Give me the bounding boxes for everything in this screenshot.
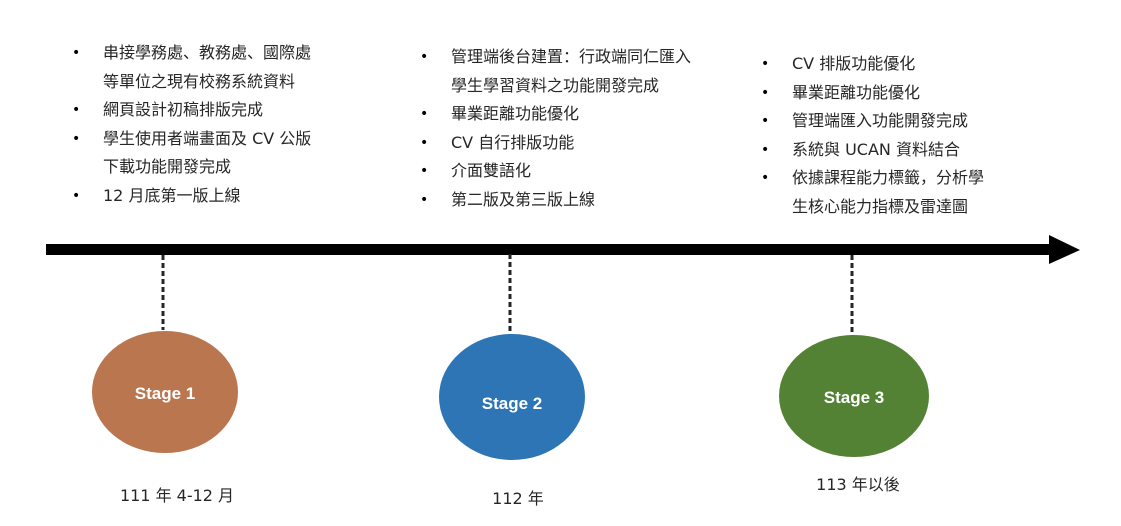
stage-2-date: 112 年	[492, 489, 544, 508]
stage-1-task-list: 串接學務處、教務處、國際處等單位之現有校務系統資料網頁設計初稿排版完成學生使用者…	[72, 39, 311, 210]
task-item: 畢業距離功能優化	[420, 100, 691, 129]
task-text: 第二版及第三版上線	[451, 189, 596, 209]
task-item: 系統與 UCAN 資料結合	[761, 136, 984, 165]
task-text: 等單位之現有校務系統資料	[103, 71, 296, 91]
task-item: 管理端匯入功能開發完成	[761, 107, 984, 136]
task-text: 依據課程能力標籤，分析學	[792, 168, 985, 187]
task-text: 生核心能力指標及雷達圖	[792, 196, 969, 216]
stage-1-label: Stage 1	[135, 384, 195, 403]
stage-3-date: 113 年以後	[816, 475, 900, 494]
task-item: 網頁設計初稿排版完成	[72, 96, 311, 125]
task-text: 管理端後台建置：行政端同仁匯入	[451, 47, 692, 66]
task-text: 系統與 UCAN 資料結合	[792, 139, 960, 159]
stage-1-circle	[92, 331, 238, 453]
task-item: 介面雙語化	[420, 157, 691, 186]
task-text: 介面雙語化	[451, 161, 532, 180]
task-text: 畢業距離功能優化	[451, 104, 580, 123]
timeline-arrow-head	[1049, 235, 1080, 264]
task-text: 學生學習資料之功能開發完成	[451, 75, 660, 95]
timeline-arrow	[46, 235, 1080, 264]
task-text: CV 自行排版功能	[451, 132, 575, 152]
task-text: 畢業距離功能優化	[792, 82, 921, 102]
task-text: 管理端匯入功能開發完成	[792, 111, 969, 130]
task-item: 第二版及第三版上線	[420, 186, 691, 215]
task-item: 12 月底第一版上線	[72, 182, 311, 211]
task-text: 串接學務處、教務處、國際處	[103, 43, 312, 62]
stage-3-circle	[779, 335, 929, 457]
task-item: CV 自行排版功能	[420, 129, 691, 158]
stage-2-label: Stage 2	[482, 394, 542, 413]
task-text: 網頁設計初稿排版完成	[103, 100, 264, 119]
task-item: CV 排版功能優化	[761, 50, 984, 79]
stage-3-label: Stage 3	[824, 388, 884, 407]
task-text: CV 排版功能優化	[792, 54, 916, 73]
stage-2-circle	[439, 334, 585, 460]
task-item: 畢業距離功能優化	[761, 79, 984, 108]
stage-2-task-list: 管理端後台建置：行政端同仁匯入學生學習資料之功能開發完成畢業距離功能優化CV 自…	[420, 43, 691, 214]
task-text: 下載功能開發完成	[103, 157, 232, 176]
timeline-arrow-shaft	[46, 244, 1054, 255]
task-text: 12 月底第一版上線	[103, 185, 241, 205]
task-text: 學生使用者端畫面及 CV 公版	[103, 128, 312, 148]
stage-1-date: 111 年 4-12 月	[119, 486, 235, 505]
stage-3-task-list: CV 排版功能優化畢業距離功能優化管理端匯入功能開發完成系統與 UCAN 資料結…	[761, 50, 984, 221]
